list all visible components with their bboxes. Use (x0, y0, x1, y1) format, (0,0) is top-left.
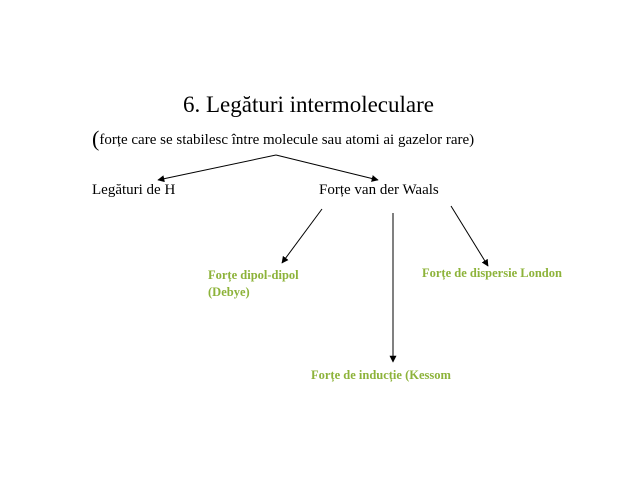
arrow-to-van-der-waals (275, 154, 379, 182)
leaf-induction: Forțe de inducție (Kessom (311, 368, 451, 382)
slide-subtitle: (forțe care se stabilesc între molecule … (92, 127, 474, 152)
arrow-to-london (450, 205, 489, 267)
arrow-to-hydrogen-bonds (157, 154, 277, 183)
slide-title: 6. Legături intermoleculare (183, 92, 434, 117)
leaf-dipole-dipole: Forțe dipol-dipol (Debye) (208, 267, 299, 301)
node-van-der-waals: Forțe van der Waals (319, 182, 439, 198)
subtitle-open-paren: ( (92, 126, 100, 151)
node-hydrogen-bonds: Legături de H (92, 182, 176, 198)
leaf-dipole-dipole-line2: (Debye) (208, 285, 250, 299)
leaf-london-dispersion: Forțe de dispersie London (422, 266, 562, 280)
arrow-to-dipole-dipole (281, 208, 323, 264)
leaf-dipole-dipole-line1: Forțe dipol-dipol (208, 268, 299, 282)
subtitle-text: forțe care se stabilesc între molecule s… (99, 132, 475, 148)
